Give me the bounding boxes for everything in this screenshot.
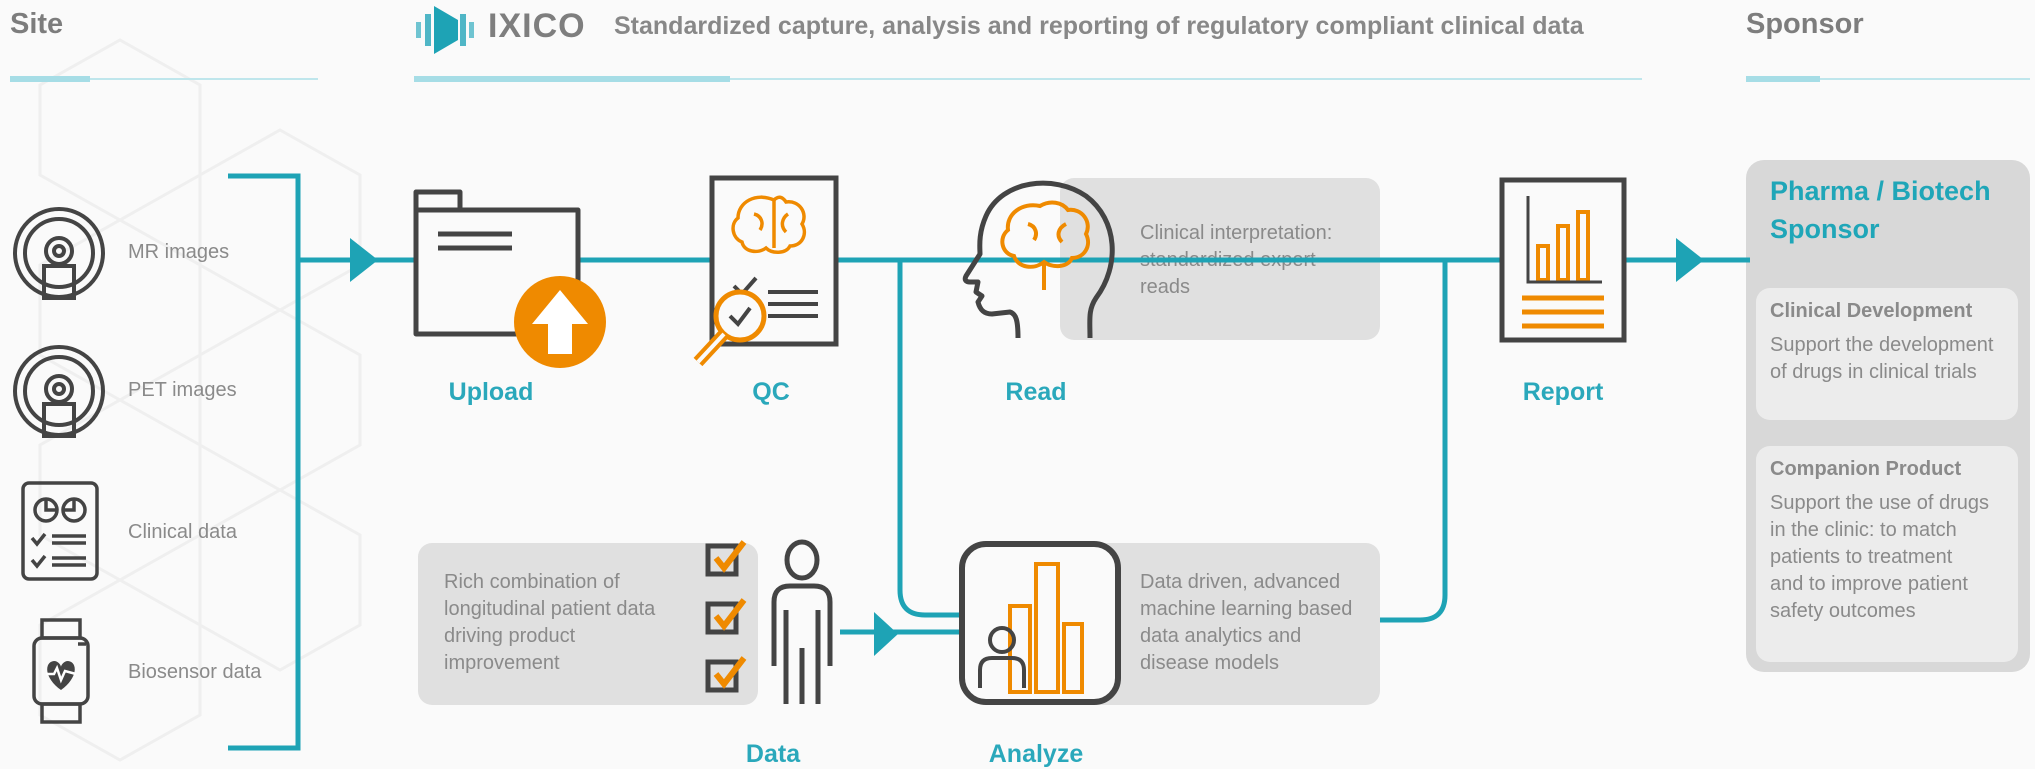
flow-arrow-icon <box>874 612 898 656</box>
title-underline-accent <box>414 76 730 82</box>
stage-label-qc: QC <box>752 378 790 406</box>
data-checklist-person-icon <box>705 539 833 704</box>
data-description: Rich combination of longitudinal patient… <box>444 571 656 674</box>
site-item-label: Clinical data <box>128 521 237 543</box>
data-description-box: Rich combination of longitudinal patient… <box>418 543 758 705</box>
clinical-development-card: Clinical Development Support the develop… <box>1756 288 2018 420</box>
mri-scanner-icon <box>13 207 105 300</box>
card-title: Clinical Development <box>1770 300 1973 322</box>
hexagon-background <box>38 38 362 762</box>
sponsor-header-underline-accent <box>1746 76 1820 82</box>
stage-label-report: Report <box>1522 378 1604 406</box>
site-item-label: Biosensor data <box>128 661 262 683</box>
qc-document-icon <box>693 175 839 367</box>
site-item-label: PET images <box>128 379 237 401</box>
sponsor-header: Sponsor <box>1746 8 1864 40</box>
report-chart-icon <box>1499 177 1627 343</box>
sponsor-panel: Pharma / Biotech Sponsor Clinical Develo… <box>1746 160 2030 672</box>
card-description: Support the development of drugs in clin… <box>1770 334 1994 383</box>
analyze-chart-icon <box>959 541 1121 705</box>
stage-label-read: Read <box>1005 378 1067 406</box>
site-bracket <box>228 173 301 751</box>
flow-arrow-icon <box>1676 238 1704 282</box>
analyze-to-report-line <box>1380 260 1448 623</box>
analyze-description: Data driven, advanced machine learning b… <box>1140 571 1353 674</box>
sponsor-header-underline <box>1820 78 2030 80</box>
stage-label-analyze: Analyze <box>988 740 1084 768</box>
qc-to-analyze-line <box>897 260 960 618</box>
site-header-underline-accent <box>10 76 90 82</box>
upload-folder-icon <box>413 189 606 368</box>
card-title: Companion Product <box>1770 458 1962 480</box>
stage-label-upload: Upload <box>448 378 534 406</box>
companion-product-card: Companion Product Support the use of dru… <box>1756 446 2018 662</box>
card-description: Support the use of drugs in the clinic: … <box>1770 492 1990 622</box>
stage-label-data: Data <box>745 740 801 768</box>
site-header-underline <box>90 78 318 80</box>
sponsor-panel-title: Pharma / Biotech Sponsor <box>1770 176 1991 244</box>
ixico-logo-text: IXICO <box>488 7 586 45</box>
site-item-label: MR images <box>128 241 230 263</box>
site-header: Site <box>10 8 64 40</box>
smartwatch-icon <box>32 618 90 724</box>
page-title: Standardized capture, analysis and repor… <box>614 12 1584 40</box>
clinical-report-icon <box>21 481 99 581</box>
flow-arrow-icon <box>350 238 378 282</box>
title-underline <box>730 78 1642 80</box>
pet-scanner-icon <box>13 345 105 438</box>
ixico-logo-icon <box>416 6 474 54</box>
read-head-brain-icon <box>962 180 1115 339</box>
